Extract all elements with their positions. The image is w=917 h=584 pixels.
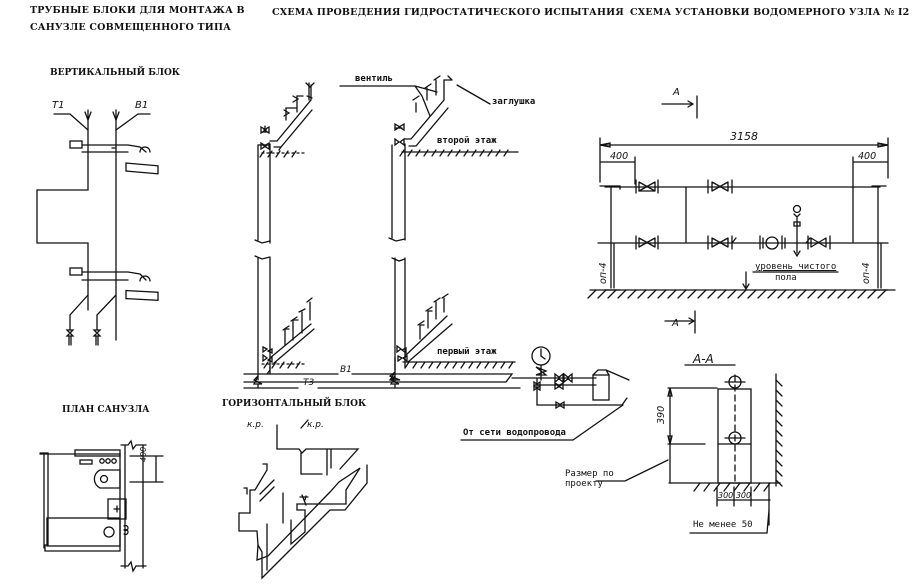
water-supply-label: От сети водопровода [463,428,566,438]
section-aa-heading: А-А [693,352,714,366]
vertical-block-drawing [36,109,159,346]
left-title-line1: ТРУБНЫЕ БЛОКИ ДЛЯ МОНТАЖА В [30,5,245,16]
section-aa-drawing [595,364,783,534]
support-left: оп-4 [598,262,609,285]
vertical-block-heading: ВЕРТИКАЛЬНЫЙ БЛОК [50,68,180,78]
section-mark-bottom: А [672,318,679,329]
kr-right-label: к.р. [307,420,324,430]
section-mark-top: А [673,87,680,98]
pipe-t3-label: Т3 [303,378,315,388]
support-right: оп-4 [861,262,872,285]
horizontal-block-heading: ГОРИЗОНТАЛЬНЫЙ БЛОК [222,399,367,409]
min-distance-label: Не менее 50 [693,520,753,530]
plug-label: заглушка [492,97,536,107]
right-dim: 400 [858,151,877,162]
valve-label: вентиль [355,74,393,84]
overall-dim: 3158 [730,130,758,143]
bathroom-plan-heading: ПЛАН САНУЗЛА [62,405,150,415]
bathroom-dim-400: 400 [139,446,148,462]
kr-left-label: к.р. [247,420,264,430]
bottom-dims: 300 300 [718,491,752,500]
left-title-line2: САНУЗЛЕ СОВМЕЩЕННОГО ТИПА [30,22,232,33]
first-floor-label: первый этаж [437,347,497,357]
left-dim: 400 [610,151,629,162]
right-title: СХЕМА УСТАНОВКИ ВОДОМЕРНОГО УЗЛА № I2 [630,7,910,18]
pipe-t1 [36,109,89,311]
hydro-test-drawing [243,75,630,441]
pipe-b1-label: В1 [340,365,352,375]
floor-level-line1: уровень чистого [755,262,837,272]
label-b1: В1 [135,100,149,111]
height-dim-390: 390 [656,405,667,424]
project-size-line1: Размер по [565,469,614,479]
second-floor-label: второй этаж [437,136,497,146]
project-size-line2: проекту [565,479,603,489]
label-t1: Т1 [52,100,65,111]
horizontal-block-drawing [238,419,368,580]
floor-level-line2: пола [775,273,797,283]
middle-title: СХЕМА ПРОВЕДЕНИЯ ГИДРОСТАТИЧЕСКОГО ИСПЫТ… [272,7,624,18]
